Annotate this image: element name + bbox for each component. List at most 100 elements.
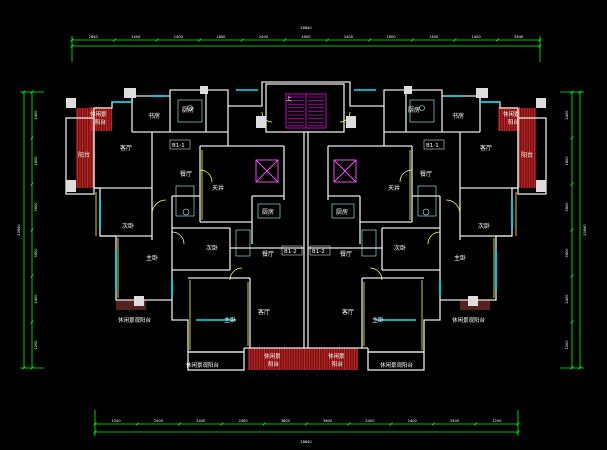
balcony-side-left-outline [65,117,95,195]
dim-tick [93,422,97,426]
column [256,116,266,128]
column [536,180,546,192]
balcony-top-right-a: 休闲景 [503,110,520,118]
dim-bottom-segment-label: 1200 [112,419,122,423]
balcony-side-right-outline [517,117,547,195]
windows [99,89,513,321]
toilet [182,208,190,216]
column [66,180,76,192]
balcony-top-right-b: 阳台 [508,118,520,126]
balcony-bottom-left-outline [187,351,245,371]
dim-tick [220,422,224,426]
dim-tick [135,422,140,426]
room-master-center-right: 主卧 [372,316,384,324]
dim-tick [538,38,542,42]
balcony-side-right: 阳台 [521,151,533,159]
room-dining-center-left: 餐厅 [262,250,274,258]
dim-top-segment-label: 1400 [174,35,184,39]
dim-tick [570,228,574,232]
room-second-bed-center-right: 次卧 [394,244,406,252]
dim-bottom-segment-label: 2400 [365,419,375,423]
dim-tick [70,44,74,48]
room-kitchen-center-right: 厨房 [336,208,348,216]
doors [95,111,517,350]
room-living-top-right: 客厅 [480,144,492,152]
dim-right-segment-label: 3600 [565,202,569,212]
room-dining-center-right: 餐厅 [340,250,352,258]
column [124,88,136,98]
elevator-cross [333,159,357,183]
dim-tick [578,366,582,370]
dim-tick [30,366,34,370]
door-swing [427,231,441,245]
dim-left-segment-label: 2400 [34,110,38,120]
balcony-hatch-lines [77,107,535,370]
room-kitchen-center-left: 厨房 [262,208,274,216]
dim-tick [570,366,574,370]
dim-tick [240,38,244,42]
dim-tick [389,422,393,426]
dim-right-segment-label: 1200 [565,340,569,350]
stair-up-mark: 上 [286,95,292,103]
dim-tick [22,90,26,94]
room-dining-top-right: 餐厅 [420,170,432,178]
room-master-right-outer: 主卧 [454,254,466,262]
dim-top-segment-label: 2640 [514,35,524,39]
dim-tick [570,136,574,140]
dim-tick [197,38,202,42]
room-living-center-left: 客厅 [258,308,270,316]
columns [66,86,546,306]
door-swing [399,169,413,183]
elevator-shaft-right [333,159,357,183]
dim-bottom-segment-label: 2400 [196,419,206,423]
dim-bottom-segment-label: 2400 [154,419,164,423]
door-swing [151,199,167,215]
balcony-center-left-a: 休闲景 [264,352,281,360]
bath-fixture [175,185,195,217]
kitchen-counter [409,99,435,123]
dim-top-segment-label: 2400 [344,35,354,39]
column [200,86,208,94]
dim-bottom-segment-label: 2400 [408,419,418,423]
stair [285,93,327,129]
dim-tick [70,38,74,42]
dim-right-segment-label: 3600 [565,248,569,258]
dim-tick [516,430,520,434]
elevator-shaft-left [255,159,279,183]
elevator-cross [255,159,279,183]
room-living-center-right: 客厅 [342,308,354,316]
dim-right-segment-label: 2400 [565,294,569,304]
wall-top-right [304,81,518,109]
bath-fixture [361,229,377,257]
unit-tag-box [281,245,303,256]
room-study-right: 书房 [452,112,464,120]
dim-top-segment-label: 4000 [301,35,311,39]
room-skylight-left: 天井 [212,184,224,192]
room-master-left-outer: 主卧 [146,254,158,262]
dim-bottom-segment-label: 3600 [281,419,291,423]
unit-tags: B1-1 B1-1 B1-2 B1-2 [169,139,445,256]
unit-tag-center-left: B1-2 [284,249,297,255]
dim-tick [304,422,309,426]
balcony-bottom-right-outline [367,351,425,371]
dim-left-segment-label: 2400 [34,294,38,304]
room-second-bed-left: 次卧 [122,222,134,230]
door-swing [199,169,213,183]
balcony-center-left-b: 阳台 [268,360,280,368]
dim-tick [177,422,182,426]
balcony-top-left-a: 休闲景 [90,110,107,118]
dim-right-total: 20840 [583,224,587,236]
kitchen-counter [331,203,355,219]
dim-tick [570,320,574,324]
room-kitchen-top-right: 厨房 [408,106,420,114]
dim-tick [538,44,542,48]
dim-tick [570,274,574,278]
balcony-bottom-outer-left: 休闲景观阳台 [118,316,152,324]
balcony-hatch-top-left [90,107,112,131]
dim-left-segment-label: 1200 [34,340,38,350]
balcony-bottom-outer-right: 休闲景观阳台 [452,316,486,324]
room-kitchen-top-left: 厨房 [182,106,194,114]
